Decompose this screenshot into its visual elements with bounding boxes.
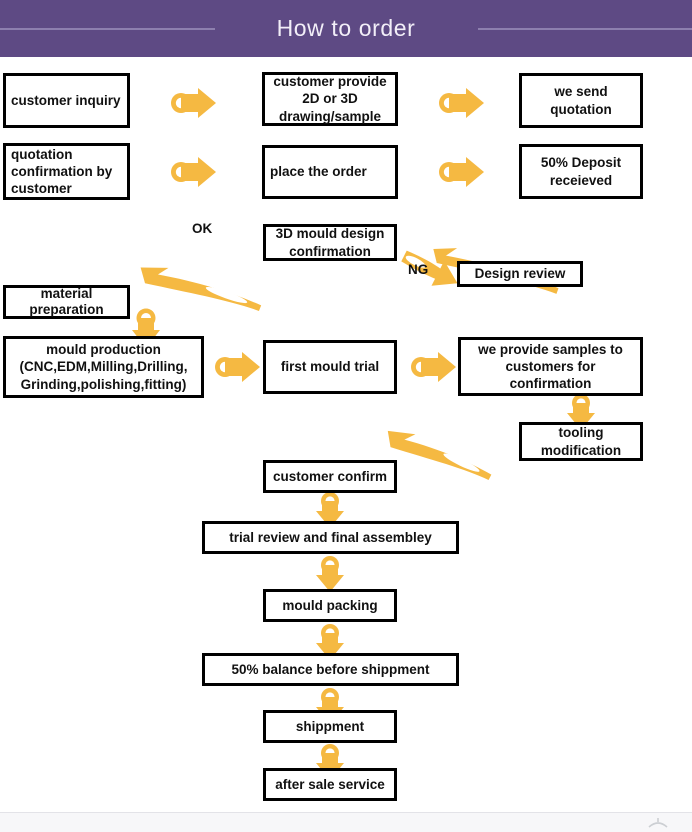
node-label: after sale service	[275, 776, 385, 792]
branch-label-ng: NG	[408, 262, 429, 277]
node-customer-inquiry[interactable]: customer inquiry	[3, 73, 130, 128]
arrow-samples-to-customer-confirm	[372, 398, 507, 480]
node-place-the-order[interactable]: place the order	[262, 145, 398, 199]
arrow-order-to-deposit	[438, 157, 484, 187]
node-trial-review[interactable]: trial review and final assembley	[202, 521, 459, 554]
node-customer-provide[interactable]: customer provide 2D or 3D drawing/sample	[262, 72, 398, 126]
node-label-line1: tooling	[558, 425, 604, 441]
node-label-line2: receieved	[549, 172, 613, 188]
node-label: customer confirm	[272, 468, 388, 484]
page-bottom-strip	[0, 812, 692, 832]
arrow-confirm-to-trial-review	[315, 492, 345, 528]
node-label-line1: 50% Deposit	[540, 155, 622, 171]
node-provide-samples[interactable]: we provide samples to customers for conf…	[458, 337, 643, 396]
header-rule-left	[0, 28, 215, 30]
branch-label-ok: OK	[192, 221, 213, 236]
arrow-mould-design-ok-to-material	[118, 228, 273, 311]
node-label-line3: drawing/sample	[278, 108, 382, 124]
node-mould-production[interactable]: mould production (CNC,EDM,Milling,Drilli…	[3, 336, 204, 398]
node-label-line2: confirmation	[289, 243, 371, 259]
node-label-line2: modification	[540, 442, 622, 458]
node-material-preparation[interactable]: material preparation	[3, 285, 130, 319]
node-after-sale-service[interactable]: after sale service	[263, 768, 397, 801]
node-customer-confirm[interactable]: customer confirm	[263, 460, 397, 493]
header-rule-right	[478, 28, 692, 30]
node-mould-design-confirmation[interactable]: 3D mould design confirmation	[263, 224, 397, 261]
node-label: first mould trial	[280, 359, 380, 375]
node-label-line1: we provide samples to	[478, 341, 623, 357]
node-label-line2: customers for	[505, 358, 596, 374]
node-label-line3: confirmation	[509, 376, 592, 392]
arrow-inquiry-to-provide	[170, 88, 216, 118]
arrow-provide-to-quotation	[438, 88, 484, 118]
arrow-samples-to-tooling	[566, 394, 596, 430]
node-label-line1: quotation	[11, 146, 73, 162]
node-label: Design review	[474, 266, 566, 282]
node-first-mould-trial[interactable]: first mould trial	[263, 340, 397, 394]
node-label-line3: customer	[11, 181, 72, 197]
node-label: mould packing	[282, 597, 378, 613]
node-label-line1: material	[40, 286, 93, 302]
node-label-line2: quotation	[550, 101, 612, 117]
arrow-trial-to-samples	[410, 352, 456, 382]
bottom-watermark-icon	[645, 816, 671, 828]
node-label: customer inquiry	[11, 92, 121, 108]
arrow-production-to-trial	[214, 352, 260, 382]
arrow-deposit-to-mould-design	[392, 192, 567, 294]
node-label-line2: (CNC,EDM,Milling,Drilling,	[19, 359, 188, 375]
node-label-line1: mould production	[46, 342, 161, 358]
node-label: place the order	[270, 164, 367, 180]
node-label: 50% balance before shippment	[231, 661, 430, 677]
node-we-send-quotation[interactable]: we send quotation	[519, 73, 643, 128]
node-quotation-confirmation[interactable]: quotation confirmation by customer	[3, 143, 130, 200]
arrow-confirmation-to-order	[170, 157, 216, 187]
page-header-banner: How to order	[0, 0, 692, 57]
page-title: How to order	[276, 15, 416, 41]
arrow-shippment-to-after-sale	[315, 744, 345, 780]
arrow-packing-to-balance	[315, 624, 345, 660]
arrow-trial-review-to-packing	[315, 556, 345, 592]
node-mould-packing[interactable]: mould packing	[263, 589, 397, 622]
node-label: shippment	[295, 718, 365, 734]
arrow-material-to-production	[131, 308, 161, 348]
node-label-line3: Grinding,polishing,fitting)	[20, 376, 187, 392]
node-label-line2: preparation	[29, 302, 104, 317]
node-label-line1: we send	[554, 84, 608, 100]
arrow-mould-design-ng-to-review	[398, 248, 474, 292]
node-label-line2: confirmation by	[11, 163, 113, 179]
node-label-line2: 2D or 3D	[302, 91, 358, 107]
node-label-line1: 3D mould design	[275, 226, 385, 242]
node-deposit-received[interactable]: 50% Deposit receieved	[519, 144, 643, 199]
node-shippment[interactable]: shippment	[263, 710, 397, 743]
node-design-review[interactable]: Design review	[457, 261, 583, 287]
node-label: trial review and final assembley	[229, 529, 432, 545]
node-balance-before-shipment[interactable]: 50% balance before shippment	[202, 653, 459, 686]
node-tooling-modification[interactable]: tooling modification	[519, 422, 643, 461]
node-label-line1: customer provide	[273, 74, 387, 90]
